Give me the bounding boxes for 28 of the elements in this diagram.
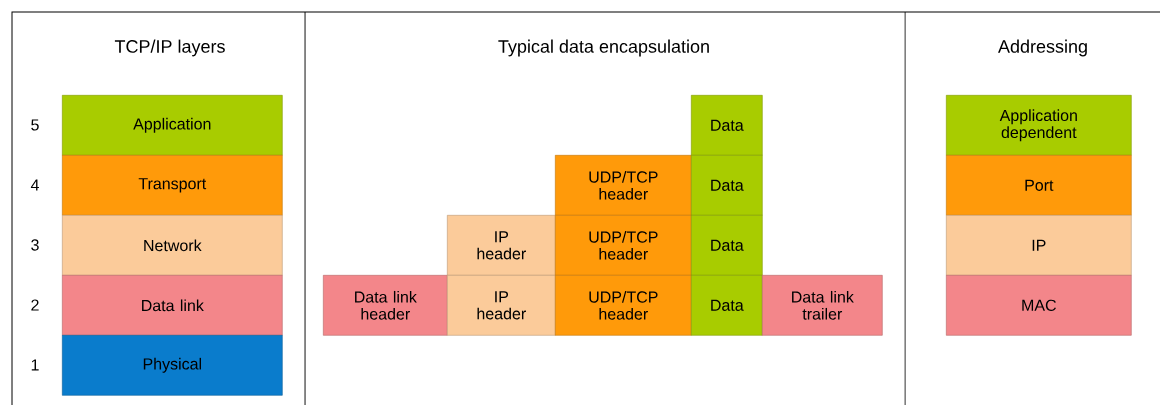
- layer-number: 3: [31, 239, 39, 251]
- layer-box: Application: [62, 95, 283, 156]
- layer-number: 5: [31, 119, 39, 131]
- layer-box: MAC: [946, 275, 1132, 336]
- layer-box: Data link: [62, 275, 283, 336]
- layer-box: IP header: [447, 275, 556, 336]
- layer-number: 2: [31, 299, 39, 311]
- layer-box: Physical: [62, 335, 283, 396]
- layer-number: 4: [30, 179, 39, 191]
- layer-box: Data link header: [323, 275, 448, 336]
- layer-box: Port: [946, 155, 1132, 216]
- layer-box: Data: [691, 275, 763, 336]
- layer-box: Application dependent: [946, 95, 1132, 156]
- layer-box: UDP/TCP header: [555, 155, 692, 216]
- panel-heading: Typical data encapsulation: [498, 39, 709, 57]
- layer-box: Network: [62, 215, 283, 276]
- layer-box: Data: [691, 95, 763, 156]
- layer-box: IP header: [447, 215, 556, 276]
- layer-box: Transport: [62, 155, 283, 216]
- layer-box: UDP/TCP header: [555, 215, 692, 276]
- layer-box: Data: [691, 215, 763, 276]
- panel-heading: Addressing: [998, 39, 1087, 57]
- layer-box: Data: [691, 155, 763, 216]
- panel-heading: TCP/IP layers: [114, 39, 225, 57]
- layer-box: UDP/TCP header: [555, 275, 692, 336]
- layer-box: IP: [946, 215, 1132, 276]
- layer-box: Data link trailer: [762, 275, 883, 336]
- layer-number: 1: [31, 359, 39, 371]
